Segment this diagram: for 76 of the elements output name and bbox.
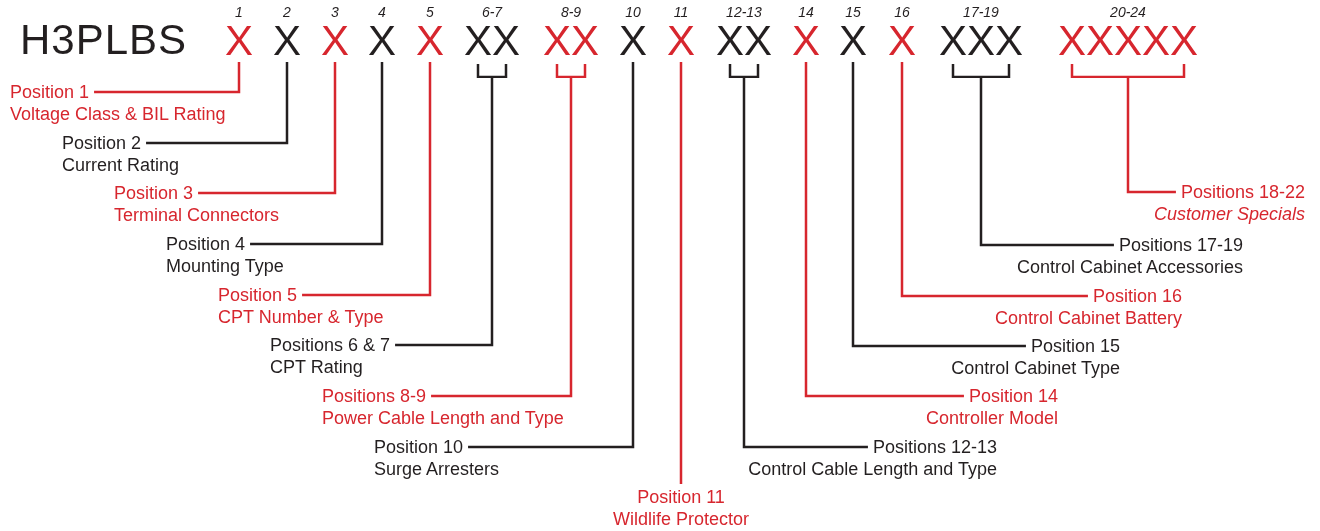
position-heading: Positions 17-19 (1118, 234, 1243, 256)
position-number: 16 (893, 4, 911, 20)
code-character: X (619, 20, 647, 62)
code-character: X (225, 20, 253, 62)
leader-line (94, 62, 241, 94)
position-number: 3 (330, 4, 340, 20)
position-description: Customer Specials (1153, 203, 1305, 225)
position-number: 12-13 (725, 4, 763, 20)
position-heading: Position 1 (10, 81, 90, 103)
position-heading: Position 15 (1030, 335, 1120, 357)
position-number: 11 (672, 4, 690, 20)
bracketed-code-characters: XX (716, 20, 772, 78)
code-character: X (416, 20, 444, 62)
position-heading: Positions 18-22 (1180, 181, 1305, 203)
position-description: Control Cabinet Type (951, 357, 1120, 379)
position-description: CPT Rating (270, 356, 363, 378)
leader-line (742, 78, 868, 449)
position-heading: Position 16 (1092, 285, 1182, 307)
leader-line (250, 62, 384, 246)
position-heading: Position 4 (166, 233, 246, 255)
position-description: Wildlife Protector (613, 508, 749, 530)
position-description: CPT Number & Type (218, 306, 384, 328)
leader-line (804, 62, 964, 398)
position-number: 14 (797, 4, 815, 20)
position-number: 2 (282, 4, 292, 20)
position-description: Control Cabinet Battery (994, 307, 1182, 329)
position-number: 5 (425, 4, 435, 20)
position-heading: Position 3 (114, 182, 194, 204)
position-number: 17-19 (962, 4, 1000, 20)
code-character: X (888, 20, 916, 62)
bracketed-code-characters: XXX (939, 20, 1023, 78)
position-number: 1 (234, 4, 244, 20)
leader-line (198, 62, 337, 195)
position-description: Terminal Connectors (114, 204, 280, 226)
position-description: Voltage Class & BIL Rating (10, 103, 226, 125)
position-number: 6-7 (480, 4, 504, 20)
code-character: X (667, 20, 695, 62)
leader-line (395, 78, 494, 347)
leader-line (900, 62, 1088, 298)
bracketed-code-characters: XX (464, 20, 520, 78)
position-number: 20-24 (1109, 4, 1147, 20)
code-character: X (792, 20, 820, 62)
leader-line (979, 78, 1114, 247)
position-heading: Position 14 (968, 385, 1058, 407)
bracketed-code-characters: XX (543, 20, 599, 78)
leader-line (468, 62, 635, 449)
leader-line (851, 62, 1026, 348)
position-description: Controller Model (925, 407, 1058, 429)
position-number: 8-9 (559, 4, 583, 20)
position-description: Control Cabinet Accessories (1016, 256, 1243, 278)
code-character: X (273, 20, 301, 62)
position-number: 4 (377, 4, 387, 20)
position-heading: Position 11 (637, 486, 725, 508)
position-description: Power Cable Length and Type (322, 407, 564, 429)
position-heading: Positions 12-13 (872, 436, 997, 458)
position-heading: Position 10 (374, 436, 464, 458)
bracketed-code-characters: XXXXX (1058, 20, 1198, 78)
code-character: X (368, 20, 396, 62)
leader-line (431, 78, 573, 398)
code-character: X (321, 20, 349, 62)
position-description: Mounting Type (166, 255, 284, 277)
position-heading: Positions 8-9 (322, 385, 427, 407)
position-description: Current Rating (62, 154, 180, 176)
position-number: 10 (624, 4, 642, 20)
position-description: Surge Arresters (374, 458, 500, 480)
code-prefix: H3PLBS (20, 19, 188, 61)
position-heading: Position 2 (62, 132, 142, 154)
leader-line (679, 62, 683, 484)
position-heading: Positions 6 & 7 (270, 334, 391, 356)
leader-line (146, 62, 289, 145)
position-number: 15 (844, 4, 862, 20)
position-heading: Position 5 (218, 284, 298, 306)
leader-line (302, 62, 432, 297)
code-character: X (839, 20, 867, 62)
leader-line (1126, 78, 1176, 194)
position-description: Control Cable Length and Type (748, 458, 997, 480)
